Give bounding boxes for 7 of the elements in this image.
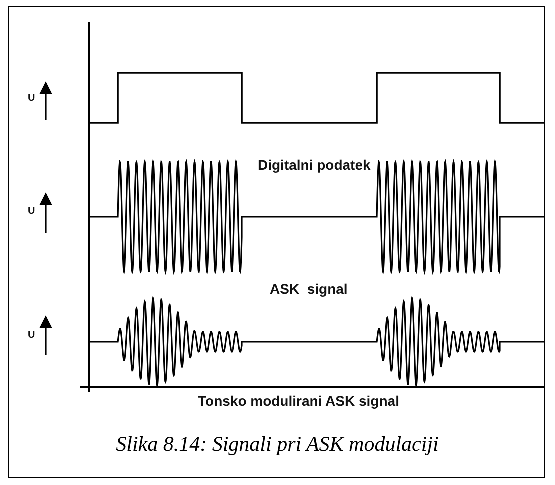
signal-label: Digitalni podatek: [258, 158, 371, 172]
axis-label: U: [28, 331, 36, 341]
signal-label: Tonsko modulirani ASK signal: [198, 394, 400, 408]
caption: Slika 8.14: Signali pri ASK modulaciji: [115, 432, 440, 457]
axis-label: U: [28, 207, 36, 217]
axis-label: U: [28, 94, 36, 104]
signal-label: ASK signal: [270, 282, 348, 296]
